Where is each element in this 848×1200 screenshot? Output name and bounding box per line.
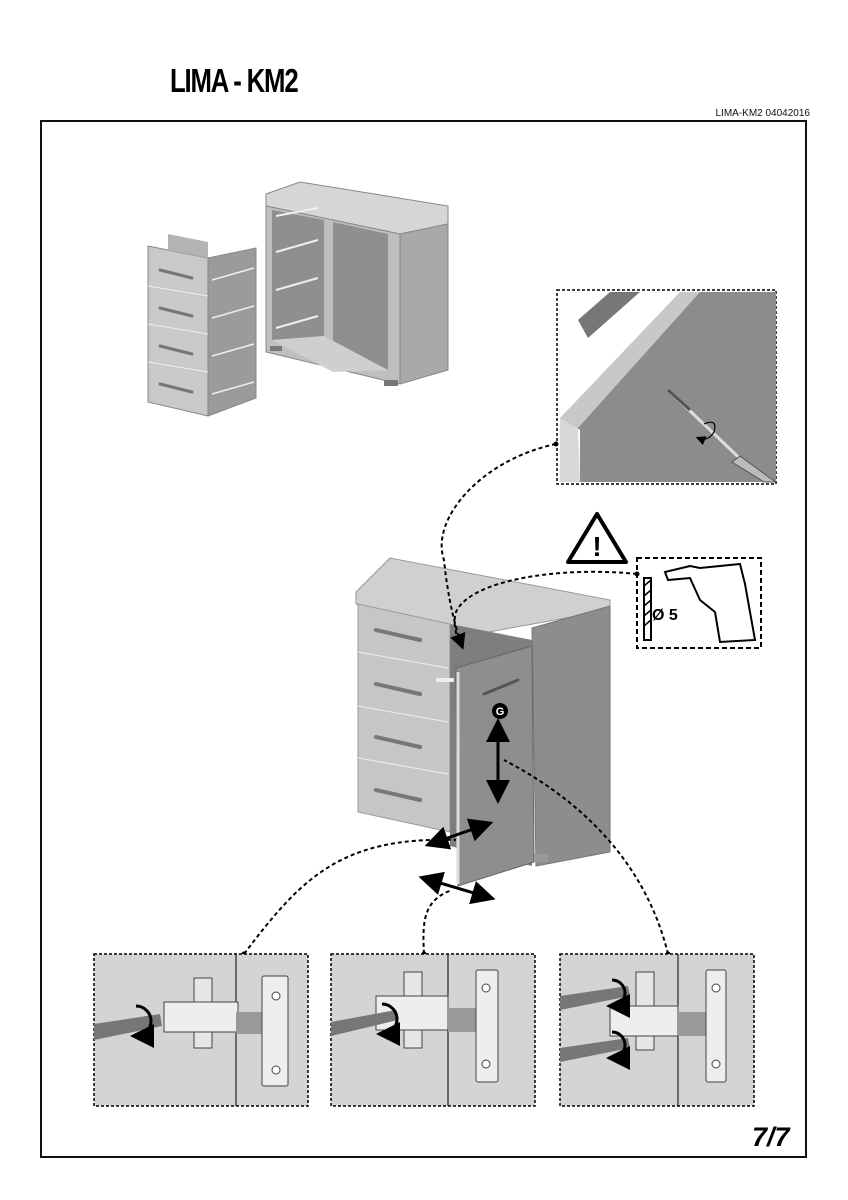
hinge-adjust-depth [93, 953, 309, 1107]
exploded-dresser-drawers [147, 181, 449, 417]
hinge-adjust-side [330, 953, 536, 1107]
warning-triangle-icon: ! [566, 512, 628, 564]
page-number: 7/7 [752, 1122, 790, 1152]
document-title: LIMA - KM2 [170, 62, 299, 99]
page-frame [40, 120, 807, 1158]
document-code: LIMA-KM2 04042016 [715, 108, 810, 119]
side-adjust-arrow [418, 871, 496, 905]
door-label: G [496, 706, 505, 718]
detail-handle-screw [556, 289, 778, 485]
depth-adjust-arrow [424, 818, 494, 850]
detail-connectors [243, 443, 669, 955]
warning-symbol: ! [592, 531, 601, 562]
drill-bit-size: Ø 5 [652, 607, 678, 624]
drill-detail: Ø 5 [636, 557, 762, 649]
assembled-dresser-with-door: G [355, 557, 611, 905]
hinge-adjust-height [559, 953, 755, 1107]
